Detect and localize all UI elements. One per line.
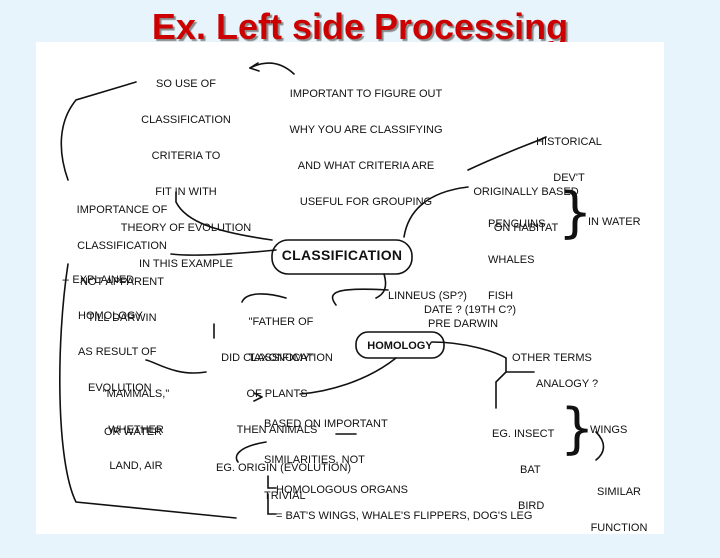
node-important: IMPORTANT TO FIGURE OUT WHY YOU ARE CLAS… bbox=[289, 88, 443, 208]
node-classification: CLASSIFICATION bbox=[281, 247, 403, 263]
node-other-terms: OTHER TERMS bbox=[512, 352, 592, 364]
node-eg-origin: eg. ORIGIN (EVOLUTION) bbox=[216, 462, 352, 474]
node-eg-insect: eg. INSECT BAT BIRD bbox=[492, 428, 555, 512]
node-bats-wings: = BAT'S WINGS, WHALE'S FLIPPERS, DOG'S L… bbox=[276, 510, 533, 522]
node-based-on: BASED ON IMPORTANT SIMILARITIES, NOT TRI… bbox=[264, 418, 388, 502]
node-homologous: HOMOLOGOUS ORGANS bbox=[276, 484, 409, 496]
node-homology: HOMOLOGY bbox=[367, 340, 433, 352]
node-father: "FATHER OF TAXONOMY" bbox=[247, 316, 315, 364]
node-importance-of: IMPORTANCE OF CLASSIFICATION NOT APPAREN… bbox=[76, 204, 168, 324]
right-brace-icon: } bbox=[560, 397, 595, 460]
mind-map: SO USE OF CLASSIFICATION CRITERIA TO FIT… bbox=[36, 42, 664, 534]
node-date: DATE ? (19th C?) bbox=[424, 304, 517, 316]
node-linneus: LINNEUS (sp?) bbox=[388, 290, 467, 302]
node-historical: HISTORICAL DEV'T bbox=[536, 136, 602, 184]
node-pre-darwin: pre DARWIN bbox=[428, 318, 499, 330]
node-did-classification: DID CLASSIFICATION OF PLANTS THEN ANIMAL… bbox=[221, 352, 333, 436]
node-wings: WINGS bbox=[590, 424, 628, 436]
node-originally: ORIGINALLY BASED ON HABITAT bbox=[473, 186, 579, 234]
node-mammals: "MAMMALS," WHETHER LAND, AIR bbox=[102, 388, 170, 472]
node-animals: PENGUINS WHALES FISH bbox=[488, 218, 546, 302]
node-explained: -- EXPLAINED HOMOLOGY AS RESULT OF EVOLU… bbox=[62, 274, 157, 394]
right-brace-icon: } bbox=[558, 181, 593, 244]
node-analogy: ANALOGY ? bbox=[536, 378, 599, 390]
node-or-water: OR WATER bbox=[104, 426, 163, 438]
slide-title: Ex. Left side Processing bbox=[151, 6, 569, 47]
node-so-use-of: SO USE OF CLASSIFICATION CRITERIA TO FIT… bbox=[120, 78, 252, 270]
node-in-water: IN WATER bbox=[588, 216, 641, 228]
node-similar-function: SIMILAR FUNCTION bbox=[590, 486, 648, 534]
connector-lines bbox=[59, 62, 605, 519]
